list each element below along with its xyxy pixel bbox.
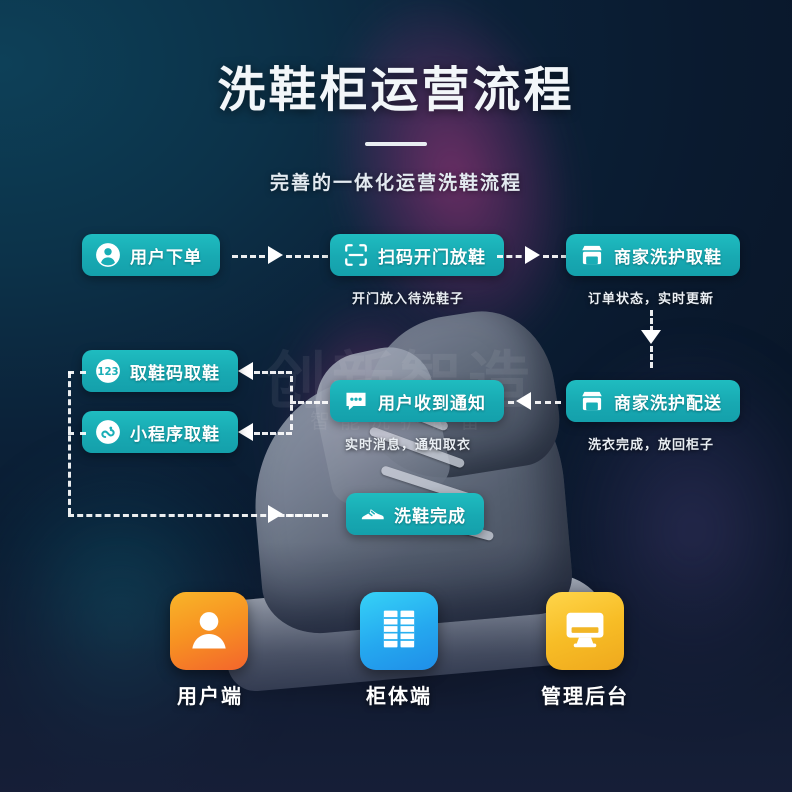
flow-node-pickup-app-label: 小程序取鞋 — [130, 424, 220, 445]
title-divider — [365, 142, 427, 146]
connector-loop-tap-pickup-app — [68, 432, 86, 435]
arrowhead-merchant-to-deliver — [641, 330, 661, 344]
flow-node-order-label: 用户下单 — [130, 247, 202, 268]
arrowhead-order-to-scan — [268, 246, 283, 264]
flow-node-pickup-code[interactable]: 123 取鞋码取鞋 — [82, 350, 238, 392]
scan-qr-icon — [343, 242, 369, 268]
connector-loop-bottom — [68, 514, 312, 517]
flow-node-notify[interactable]: 用户收到通知 — [330, 380, 504, 422]
mini-program-icon — [95, 419, 121, 445]
flow-node-scan[interactable]: 扫码开门放鞋 — [330, 234, 504, 276]
locker-cabinet-icon — [373, 603, 425, 660]
terminal-icon-admin[interactable] — [546, 592, 624, 670]
terminal-icon-client[interactable] — [170, 592, 248, 670]
connector-notify-branch-stem — [290, 401, 328, 404]
page-title: 洗鞋柜运营流程 — [217, 62, 575, 118]
connector-merchant-to-deliver — [650, 310, 653, 332]
terminal-label-client: 用户端 — [177, 684, 243, 708]
connector-deliver-to-notify-tail — [535, 401, 561, 404]
connector-order-to-scan-tail — [286, 255, 328, 258]
terminal-icon-cabinet[interactable] — [360, 592, 438, 670]
connector-scan-to-merchant — [497, 255, 531, 258]
arrowhead-loop-to-done — [268, 505, 283, 523]
message-icon — [343, 388, 369, 414]
flow-node-pickup-app[interactable]: 小程序取鞋 — [82, 411, 238, 453]
flow-node-pickup-code-label: 取鞋码取鞋 — [130, 363, 220, 384]
svg-text:123: 123 — [97, 367, 118, 378]
connector-loop-vertical — [68, 372, 71, 514]
connector-branch-to-pickup-code — [254, 371, 292, 374]
connector-loop-to-done-tail — [286, 514, 328, 517]
sneaker-icon — [359, 501, 385, 527]
flow-node-merchant-label: 商家洗护取鞋 — [614, 247, 722, 268]
arrowhead-scan-to-merchant — [525, 246, 540, 264]
flow-node-merchant[interactable]: 商家洗护取鞋 — [566, 234, 740, 276]
connector-notify-branch-spine — [290, 376, 293, 430]
store-icon — [579, 388, 605, 414]
connector-scan-to-merchant-tail — [543, 255, 567, 258]
page-subtitle: 完善的一体化运营洗鞋流程 — [269, 172, 522, 194]
flow-node-notify-caption: 实时消息，通知取衣 — [345, 438, 472, 453]
flow-node-done-label: 洗鞋完成 — [394, 506, 466, 527]
connector-loop-tap-pickup-code — [68, 371, 86, 374]
desktop-monitor-icon — [559, 603, 611, 660]
header: 洗鞋柜运营流程 完善的一体化运营洗鞋流程 — [0, 50, 792, 195]
flow-node-scan-caption: 开门放入待洗鞋子 — [352, 292, 465, 307]
flow-node-deliver-label: 商家洗护配送 — [614, 393, 722, 414]
numeric-code-icon: 123 — [95, 358, 121, 384]
flow-node-scan-label: 扫码开门放鞋 — [378, 247, 486, 268]
user-avatar-icon — [183, 603, 235, 660]
arrowhead-branch-to-pickup-app — [238, 423, 253, 441]
flow-node-deliver[interactable]: 商家洗护配送 — [566, 380, 740, 422]
terminal-label-admin: 管理后台 — [541, 684, 629, 708]
flow-node-deliver-caption: 洗衣完成，放回柜子 — [588, 438, 715, 453]
arrowhead-branch-to-pickup-code — [238, 362, 253, 380]
connector-order-to-scan — [232, 255, 274, 258]
terminal-label-cabinet: 柜体端 — [366, 684, 432, 708]
flow-node-order[interactable]: 用户下单 — [82, 234, 220, 276]
user-icon — [95, 242, 121, 268]
arrowhead-deliver-to-notify — [516, 392, 531, 410]
connector-merchant-to-deliver-tail — [650, 346, 653, 368]
store-icon — [579, 242, 605, 268]
connector-branch-to-pickup-app — [254, 432, 292, 435]
flow-node-done[interactable]: 洗鞋完成 — [346, 493, 484, 535]
flow-node-merchant-caption: 订单状态，实时更新 — [588, 292, 715, 307]
flow-node-notify-label: 用户收到通知 — [378, 393, 486, 414]
